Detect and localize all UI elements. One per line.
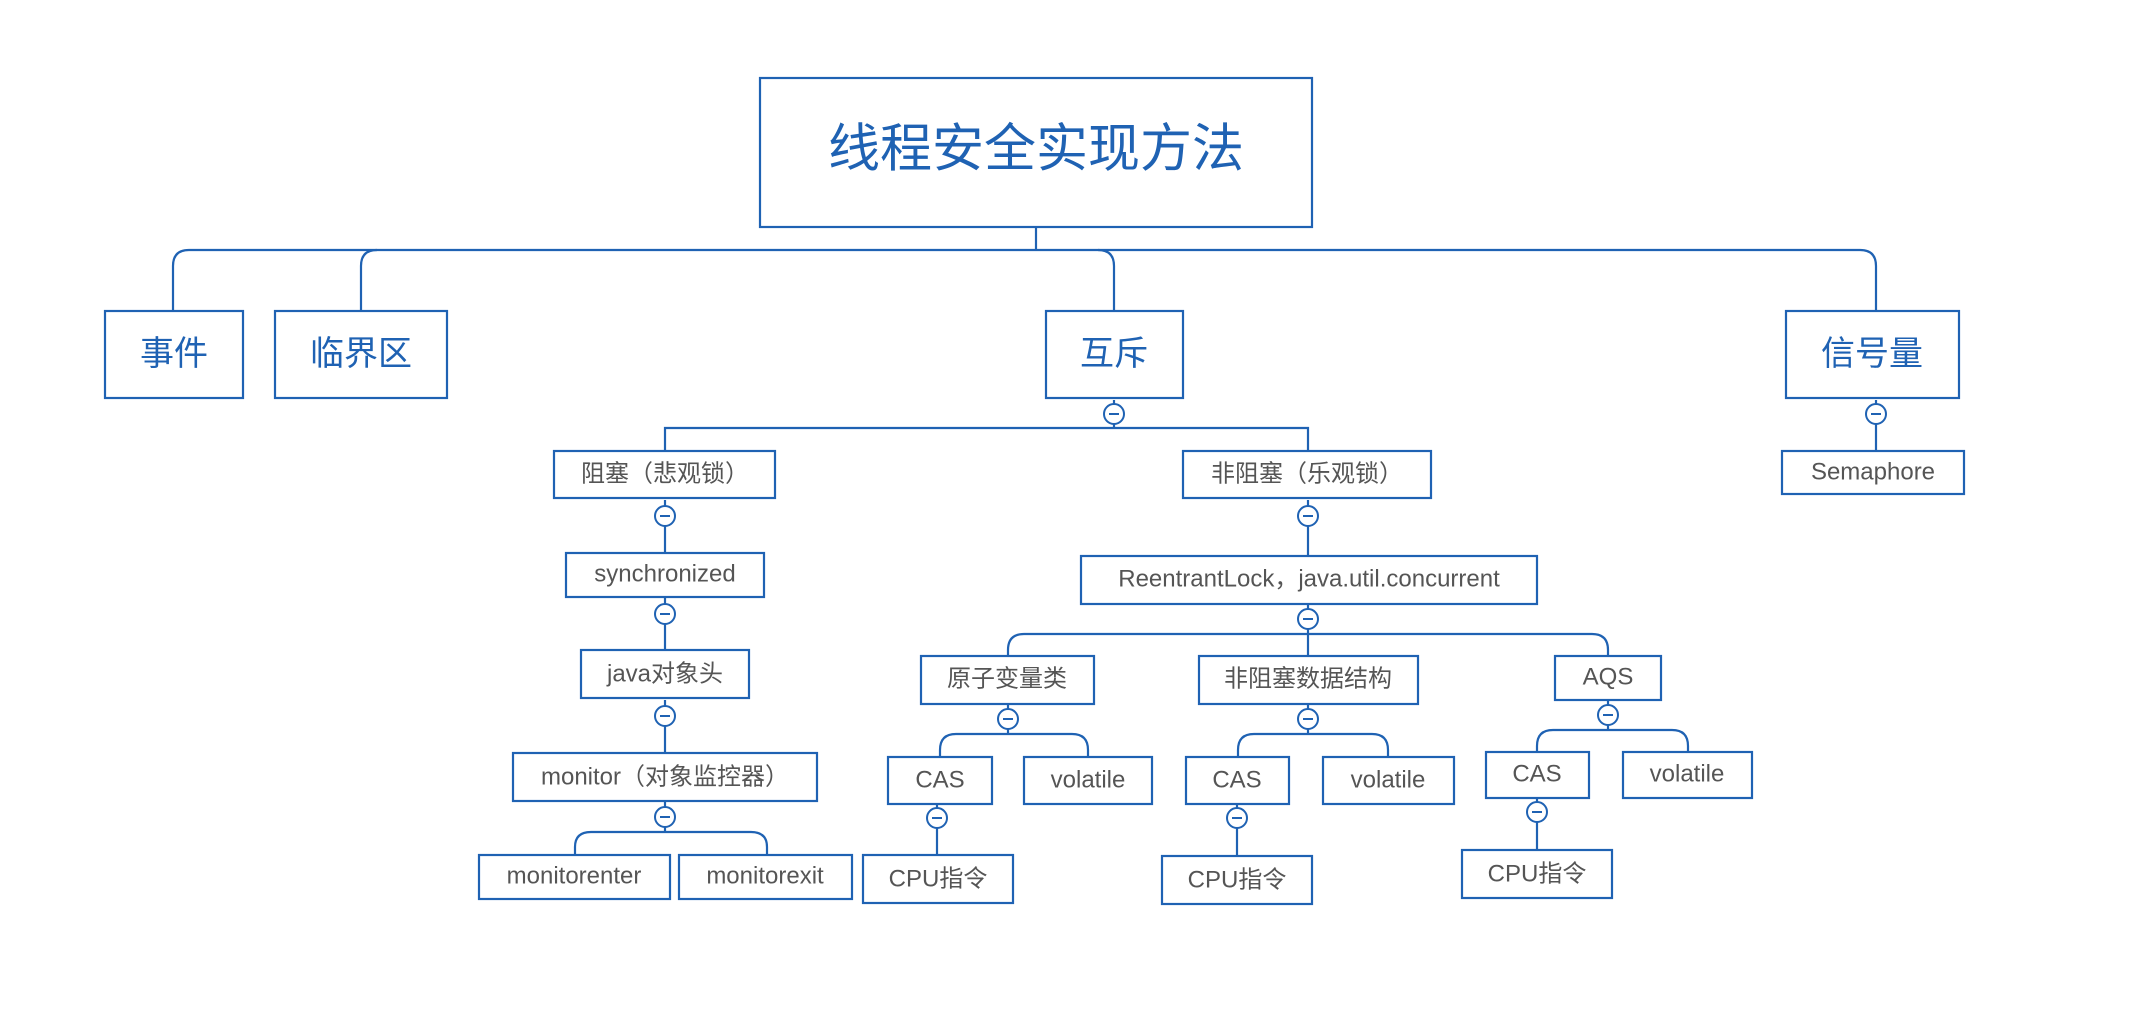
node-volatile-2[interactable]: volatile [1321, 755, 1456, 806]
node-aqs-label: AQS [1583, 663, 1634, 690]
collapse-toggles [654, 403, 1887, 829]
collapse-atomic-variable-minus-circle-icon[interactable] [997, 708, 1019, 730]
node-feizusai-label: 非阻塞（乐观锁） [1211, 460, 1403, 487]
node-semaphore-label: Semaphore [1811, 458, 1935, 485]
node-volatile-3[interactable]: volatile [1621, 750, 1754, 800]
node-monitor-label: monitor（对象监控器） [541, 763, 789, 790]
node-cas-3[interactable]: CAS [1484, 750, 1591, 800]
node-cpu-3[interactable]: CPU指令 [1460, 848, 1614, 900]
node-linjiequ-label: 临界区 [310, 334, 412, 374]
node-synchronized[interactable]: synchronized [564, 551, 766, 599]
root-node[interactable]: 线程安全实现方法 [758, 76, 1314, 229]
node-cpu-2[interactable]: CPU指令 [1160, 854, 1314, 906]
node-feizusai[interactable]: 非阻塞（乐观锁） [1181, 449, 1433, 500]
node-cas-1[interactable]: CAS [886, 755, 994, 806]
node-huchi-label: 互斥 [1080, 334, 1148, 374]
collapse-zusai-minus-circle-icon[interactable] [654, 505, 676, 527]
node-volatile-3-label: volatile [1650, 760, 1725, 787]
collapse-huchi-minus-circle-icon[interactable] [1103, 403, 1125, 425]
node-monitorenter-label: monitorenter [507, 862, 642, 889]
node-aqs[interactable]: AQS [1553, 654, 1663, 702]
node-reentrantlock-label: ReentrantLock，java.util.concurrent [1118, 565, 1500, 592]
node-nonblocking-ds-label: 非阻塞数据结构 [1224, 665, 1392, 692]
node-cas-1-label: CAS [915, 766, 964, 793]
node-synchronized-label: synchronized [594, 560, 735, 587]
collapse-xinhaoliang-minus-circle-icon[interactable] [1865, 403, 1887, 425]
node-monitorenter[interactable]: monitorenter [477, 853, 672, 901]
collapse-feizusai-minus-circle-icon[interactable] [1297, 505, 1319, 527]
node-cpu-3-label: CPU指令 [1488, 860, 1587, 887]
node-shijian-label: 事件 [140, 334, 208, 374]
node-atomic-variable-label: 原子变量类 [947, 665, 1067, 692]
node-semaphore[interactable]: Semaphore [1780, 449, 1966, 496]
collapse-nonblocking-ds-minus-circle-icon[interactable] [1297, 708, 1319, 730]
node-cpu-1[interactable]: CPU指令 [861, 853, 1015, 905]
node-zusai-label: 阻塞（悲观锁） [581, 460, 749, 487]
collapse-aqs-minus-circle-icon[interactable] [1597, 704, 1619, 726]
node-cpu-1-label: CPU指令 [889, 865, 988, 892]
node-zusai[interactable]: 阻塞（悲观锁） [552, 449, 777, 500]
node-java-object-header[interactable]: java对象头 [579, 648, 751, 700]
collapse-java-object-header-minus-circle-icon[interactable] [654, 705, 676, 727]
node-cas-2[interactable]: CAS [1184, 755, 1291, 806]
node-shijian[interactable]: 事件 [103, 309, 245, 400]
collapse-reentrantlock-minus-circle-icon[interactable] [1297, 608, 1319, 630]
collapse-cas-1-minus-circle-icon[interactable] [926, 807, 948, 829]
node-xinhaoliang[interactable]: 信号量 [1784, 309, 1961, 400]
node-volatile-1[interactable]: volatile [1022, 755, 1154, 806]
node-huchi[interactable]: 互斥 [1044, 309, 1185, 400]
collapse-cas-3-minus-circle-icon[interactable] [1526, 801, 1548, 823]
node-cas-3-label: CAS [1512, 760, 1561, 787]
node-nonblocking-ds[interactable]: 非阻塞数据结构 [1197, 654, 1420, 706]
root-label: 线程安全实现方法 [828, 120, 1244, 180]
node-volatile-2-label: volatile [1351, 766, 1426, 793]
node-monitorexit-label: monitorexit [706, 862, 824, 889]
node-linjiequ[interactable]: 临界区 [273, 309, 449, 400]
node-xinhaoliang-label: 信号量 [1821, 334, 1923, 374]
collapse-cas-2-minus-circle-icon[interactable] [1226, 807, 1248, 829]
node-cpu-2-label: CPU指令 [1188, 866, 1287, 893]
node-volatile-1-label: volatile [1051, 766, 1126, 793]
node-cas-2-label: CAS [1212, 766, 1261, 793]
node-reentrantlock[interactable]: ReentrantLock，java.util.concurrent [1079, 554, 1539, 606]
node-monitor[interactable]: monitor（对象监控器） [511, 751, 819, 803]
node-java-object-header-label: java对象头 [606, 660, 723, 687]
collapse-synchronized-minus-circle-icon[interactable] [654, 603, 676, 625]
collapse-monitor-minus-circle-icon[interactable] [654, 806, 676, 828]
node-atomic-variable[interactable]: 原子变量类 [919, 654, 1096, 706]
node-monitorexit[interactable]: monitorexit [677, 853, 854, 901]
